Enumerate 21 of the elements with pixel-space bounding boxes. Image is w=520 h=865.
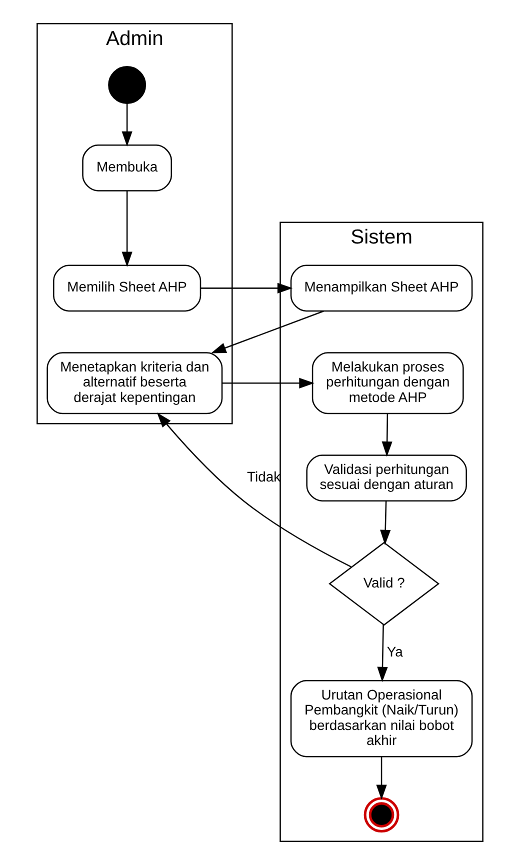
node-target xyxy=(364,797,400,833)
arrow xyxy=(376,756,387,800)
arrow xyxy=(377,624,388,682)
arrow xyxy=(222,378,314,388)
arrow xyxy=(382,414,392,457)
arrow xyxy=(122,104,132,147)
arrow xyxy=(156,412,352,568)
node-circle xyxy=(108,66,146,104)
node-box: Validasi perhitungan sesuai dengan aturan xyxy=(306,454,467,502)
arrow xyxy=(210,310,324,354)
node-box: Menetapkan kriteria dan alternatif beserta derajat kepentingan xyxy=(46,352,223,414)
arrow xyxy=(380,501,391,546)
edge-label: Ya xyxy=(386,643,403,660)
arrow xyxy=(122,190,132,267)
node-box: Melakukan proses perhitungan dengan metode AHP xyxy=(312,352,464,414)
node-box: Membuka xyxy=(82,144,172,192)
node-box: Memilih Sheet AHP xyxy=(53,264,202,312)
arrow xyxy=(200,282,293,294)
node-box: Urutan Operasional Pembangkit (Naik/Turun) berdasarkan nilai bobot akhir xyxy=(290,680,473,758)
node-box: Menampilkan Sheet AHP xyxy=(290,264,473,312)
node-diamond: Valid ? xyxy=(328,542,440,626)
